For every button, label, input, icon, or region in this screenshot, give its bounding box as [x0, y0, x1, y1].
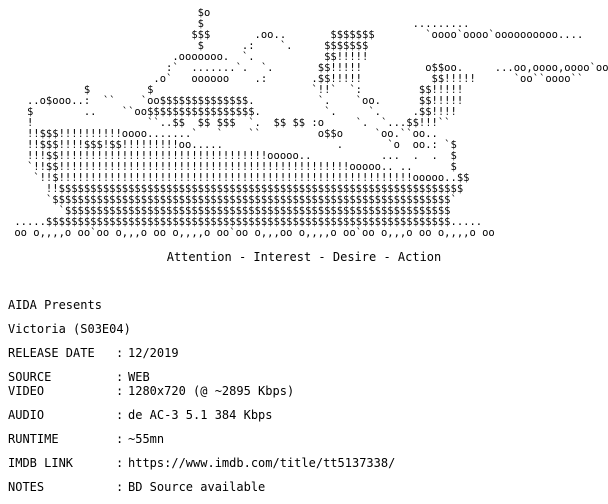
- runtime-value: ~55mn: [128, 432, 165, 446]
- ascii-art-ship: $o $ ......... $$$ .oo.. $$$$$$$ `oooo`o…: [14, 7, 608, 239]
- release-date-row: RELEASE DATE : 12/2019: [8, 346, 395, 360]
- source-label: SOURCE: [8, 370, 52, 384]
- group-line: AIDA Presents: [8, 298, 395, 312]
- audio-value: de AC-3 5.1 384 Kbps: [128, 408, 273, 422]
- release-date-label: RELEASE DATE: [8, 346, 95, 360]
- field-separator: :: [116, 456, 124, 470]
- release-date-value: 12/2019: [128, 346, 179, 360]
- source-value: WEB: [128, 370, 150, 384]
- notes-row: NOTES : BD Source available: [8, 480, 395, 494]
- field-separator: :: [116, 346, 124, 360]
- field-separator: :: [116, 370, 124, 384]
- video-label: VIDEO: [8, 384, 45, 398]
- imdb-link[interactable]: https://www.imdb.com/title/tt5137338/: [128, 456, 396, 470]
- audio-row: AUDIO : de AC-3 5.1 384 Kbps: [8, 408, 395, 422]
- notes-value: BD Source available: [128, 480, 266, 494]
- field-separator: :: [116, 480, 124, 494]
- title-line: Victoria (S03E04): [8, 322, 395, 336]
- field-separator: :: [116, 432, 124, 446]
- video-value: 1280x720 (@ ~2895 Kbps): [128, 384, 295, 398]
- group-name: AIDA Presents: [8, 298, 102, 312]
- tagline: Attention - Interest - Desire - Action: [166, 250, 442, 264]
- video-row: VIDEO : 1280x720 (@ ~2895 Kbps): [8, 384, 395, 398]
- runtime-label: RUNTIME: [8, 432, 59, 446]
- field-separator: :: [116, 384, 124, 398]
- source-row: SOURCE : WEB: [8, 370, 395, 384]
- field-separator: :: [116, 408, 124, 422]
- notes-label: NOTES: [8, 480, 45, 494]
- release-title: Victoria (S03E04): [8, 322, 131, 336]
- runtime-row: RUNTIME : ~55mn: [8, 432, 395, 446]
- release-info: AIDA Presents Victoria (S03E04) RELEASE …: [8, 298, 395, 494]
- imdb-label: IMDB LINK: [8, 456, 74, 470]
- imdb-row: IMDB LINK : https://www.imdb.com/title/t…: [8, 456, 395, 470]
- audio-label: AUDIO: [8, 408, 45, 422]
